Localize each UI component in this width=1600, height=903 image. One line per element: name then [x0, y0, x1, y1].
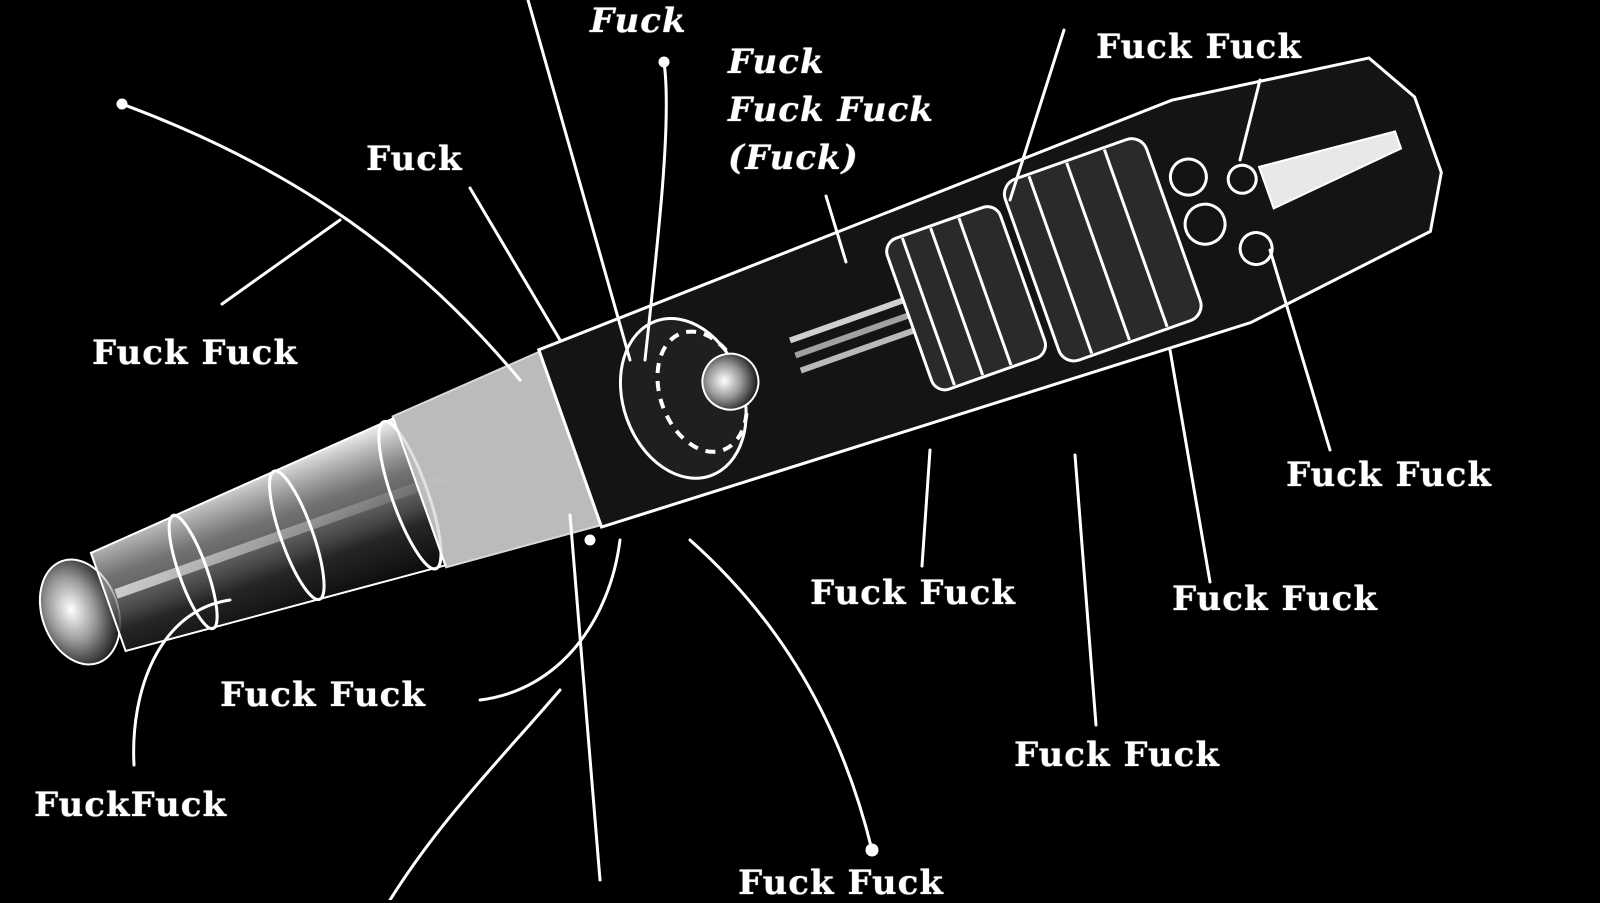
label-upper-center-line-1: Fuck — [728, 42, 825, 82]
label-bottom-center-right: Fuck Fuck — [1014, 735, 1220, 775]
label-upper-left: Fuck — [366, 139, 463, 179]
label-top-center: Fuck — [590, 1, 687, 41]
label-left-middle: Fuck Fuck — [92, 333, 298, 373]
label-lower-left: Fuck Fuck — [220, 675, 426, 715]
fuel-tanks — [885, 137, 1203, 392]
leader-lines — [116, 0, 1332, 900]
rocket-body — [38, 56, 1443, 666]
label-right-middle: Fuck Fuck — [1286, 455, 1492, 495]
label-lower-right: Fuck Fuck — [1172, 579, 1378, 619]
label-top-right: Fuck Fuck — [1096, 27, 1302, 67]
label-upper-center-line-2: Fuck Fuck — [728, 90, 934, 130]
label-upper-center-line-3: (Fuck) — [728, 138, 859, 178]
label-upper-center: Fuck Fuck Fuck (Fuck) — [728, 38, 934, 182]
nose-instruments — [1168, 130, 1403, 267]
label-lower-center: Fuck Fuck — [810, 573, 1016, 613]
engine-core — [618, 317, 760, 480]
label-bottom-center: Fuck Fuck — [738, 863, 944, 903]
label-bottom-left: FuckFuck — [34, 785, 228, 825]
